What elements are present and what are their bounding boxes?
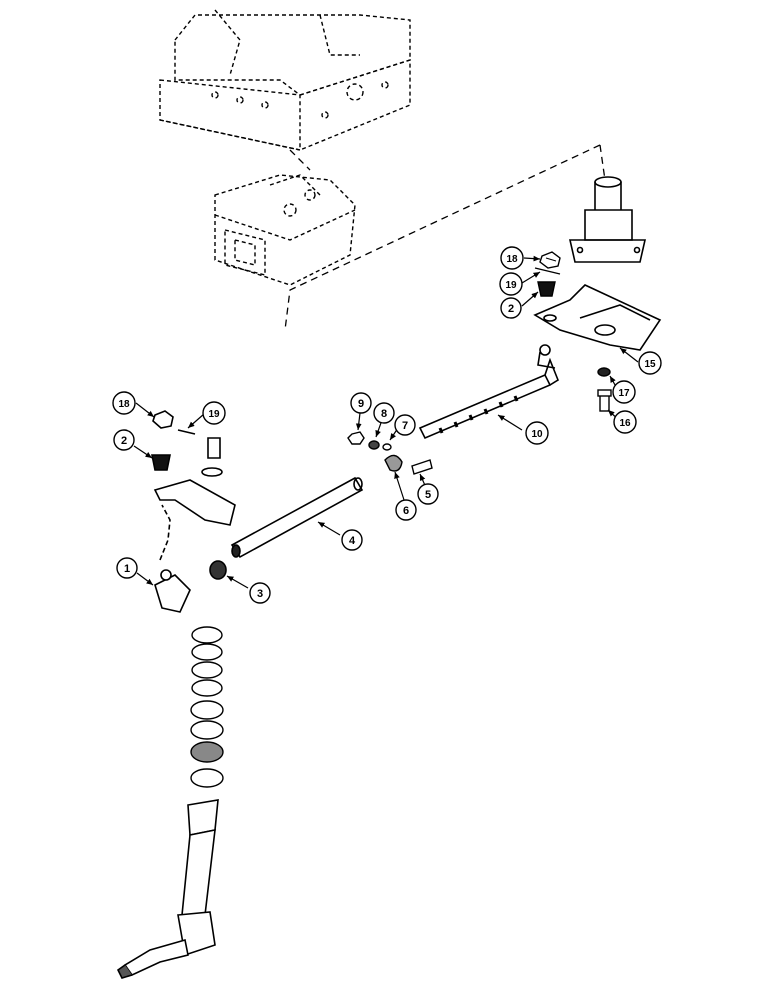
callout-17: 17 — [612, 380, 636, 404]
svg-text:2: 2 — [121, 435, 127, 447]
assembly-leader-lines — [284, 144, 606, 331]
callout-4: 4 — [341, 529, 363, 551]
callout-18-left: 18 — [112, 391, 136, 415]
svg-text:3: 3 — [257, 588, 263, 600]
svg-text:15: 15 — [644, 359, 656, 370]
callout-7: 6 7 — [394, 414, 416, 436]
right-hardware — [534, 251, 561, 297]
steering-arm-bracket — [533, 284, 662, 351]
svg-text:6: 6 — [403, 505, 409, 517]
wheel-spindle — [116, 799, 219, 979]
tractor-frame — [159, 9, 411, 151]
callout-3: 3 — [249, 582, 271, 604]
callout-16: 16 — [613, 410, 637, 434]
callout-2-left: 2 — [113, 429, 135, 451]
callout-15: 15 — [638, 351, 662, 375]
svg-text:5: 5 — [425, 489, 431, 501]
ball-joint-1 — [154, 504, 191, 613]
callout-6: 6 — [395, 499, 417, 521]
callout-9: 9 — [350, 392, 372, 414]
svg-text:8: 8 — [381, 408, 387, 420]
svg-text:7: 7 — [402, 420, 408, 432]
tube-4 — [230, 476, 364, 559]
steering-gearbox — [214, 174, 356, 286]
svg-text:17: 17 — [618, 388, 630, 399]
svg-text:1: 1 — [124, 563, 130, 575]
svg-text:10: 10 — [531, 429, 543, 440]
clamp-hardware — [347, 431, 433, 475]
callout-19-right: 19 — [499, 272, 523, 296]
svg-text:2: 2 — [508, 303, 514, 315]
svg-text:9: 9 — [358, 398, 364, 410]
callout-8: 8 — [373, 402, 395, 424]
callout-10: 10 — [525, 421, 549, 445]
svg-text:4: 4 — [349, 535, 356, 547]
callout-2-right: 2 — [500, 297, 522, 319]
svg-text:19: 19 — [208, 409, 220, 420]
svg-text:18: 18 — [506, 254, 518, 265]
spindle-housing — [568, 176, 647, 263]
svg-text:18: 18 — [118, 399, 130, 410]
steering-arm-left — [151, 410, 236, 580]
callout-19-left: 19 — [202, 401, 226, 425]
bolt-washer-right — [597, 367, 612, 412]
svg-text:16: 16 — [619, 418, 631, 429]
callout-18-right: 18 — [500, 246, 524, 270]
callout-5: 5 — [417, 483, 439, 505]
svg-text:19: 19 — [505, 280, 517, 291]
tie-rod-tube-10 — [418, 344, 559, 440]
bearing-stack — [190, 626, 224, 788]
callout-1: 1 — [116, 557, 138, 579]
